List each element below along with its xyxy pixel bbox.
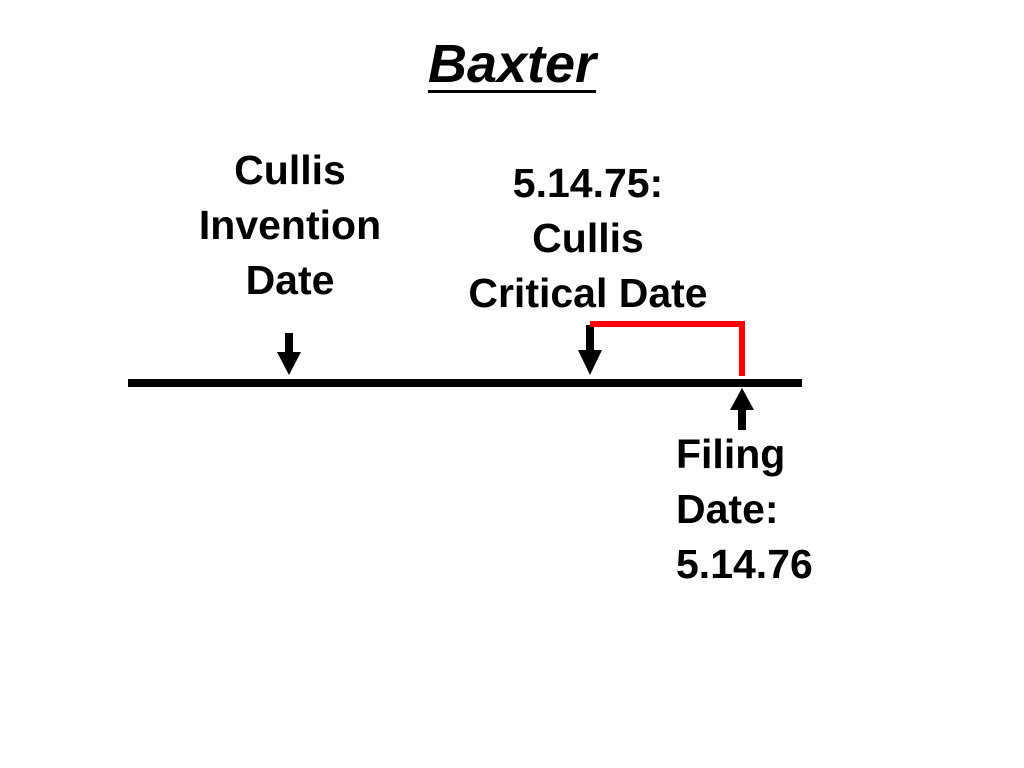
invention-label-line-3: Date <box>245 257 335 303</box>
filing-label-line-1: Filing <box>676 431 786 477</box>
invention-label-line-1: Cullis <box>234 147 346 193</box>
critical-label-line-1: 5.14.75: <box>512 160 664 206</box>
invention-date-label: Cullis Invention Date <box>170 143 410 308</box>
critical-label-line-2: Cullis <box>532 215 644 261</box>
filing-label-line-3: 5.14.76 <box>676 541 813 587</box>
invention-label-line-2: Invention <box>198 202 382 248</box>
invention-date-arrow <box>277 333 301 375</box>
grace-period-bracket <box>590 321 745 376</box>
filing-label-line-2: Date: <box>676 486 779 532</box>
critical-label-line-3: Critical Date <box>468 270 708 316</box>
filing-date-arrow <box>730 388 754 430</box>
filing-date-label: Filing Date: 5.14.76 <box>676 427 876 592</box>
critical-date-label: 5.14.75: Cullis Critical Date <box>430 156 746 321</box>
slide-title: Baxter <box>0 32 1024 97</box>
critical-date-arrow <box>578 325 602 375</box>
slide-title-text: Baxter <box>427 34 597 94</box>
